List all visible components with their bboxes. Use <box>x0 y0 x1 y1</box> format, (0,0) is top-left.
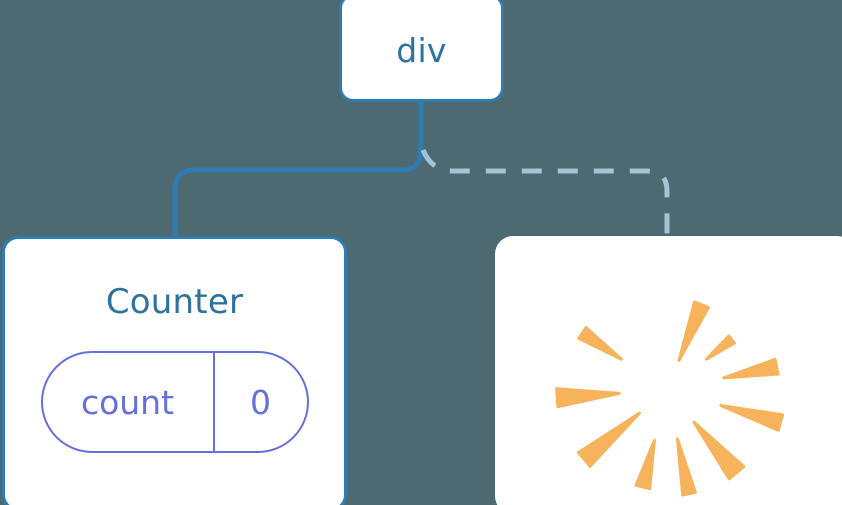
render-node[interactable] <box>495 236 842 505</box>
counter-node[interactable]: Counter count 0 <box>2 236 347 505</box>
counter-state-pill[interactable]: count 0 <box>40 351 309 453</box>
sparkle-icon <box>555 300 785 497</box>
sparkle-ray-8 <box>555 387 621 409</box>
edge-div-to-counter <box>172 98 424 241</box>
sparkle-ray-7 <box>576 411 641 468</box>
sparkle-ray-2 <box>722 357 780 380</box>
counter-node-title: Counter <box>105 282 244 322</box>
div-node-title: div <box>396 30 447 70</box>
sparkle-ray-6 <box>634 438 656 491</box>
state-value-label: 0 <box>250 382 271 422</box>
sparkle-ray-9 <box>577 326 623 361</box>
sparkle-ray-4 <box>692 420 746 481</box>
sparkle-ray-3 <box>719 403 785 432</box>
div-node[interactable]: div <box>339 0 504 102</box>
edge-div-to-render <box>420 148 670 238</box>
sparkle-ray-5 <box>675 437 697 497</box>
state-key-label: count <box>43 353 215 451</box>
sparkle-ray-group <box>555 300 785 497</box>
sparkle-ray-1 <box>704 334 736 361</box>
sparkle-ray-0 <box>677 300 710 362</box>
